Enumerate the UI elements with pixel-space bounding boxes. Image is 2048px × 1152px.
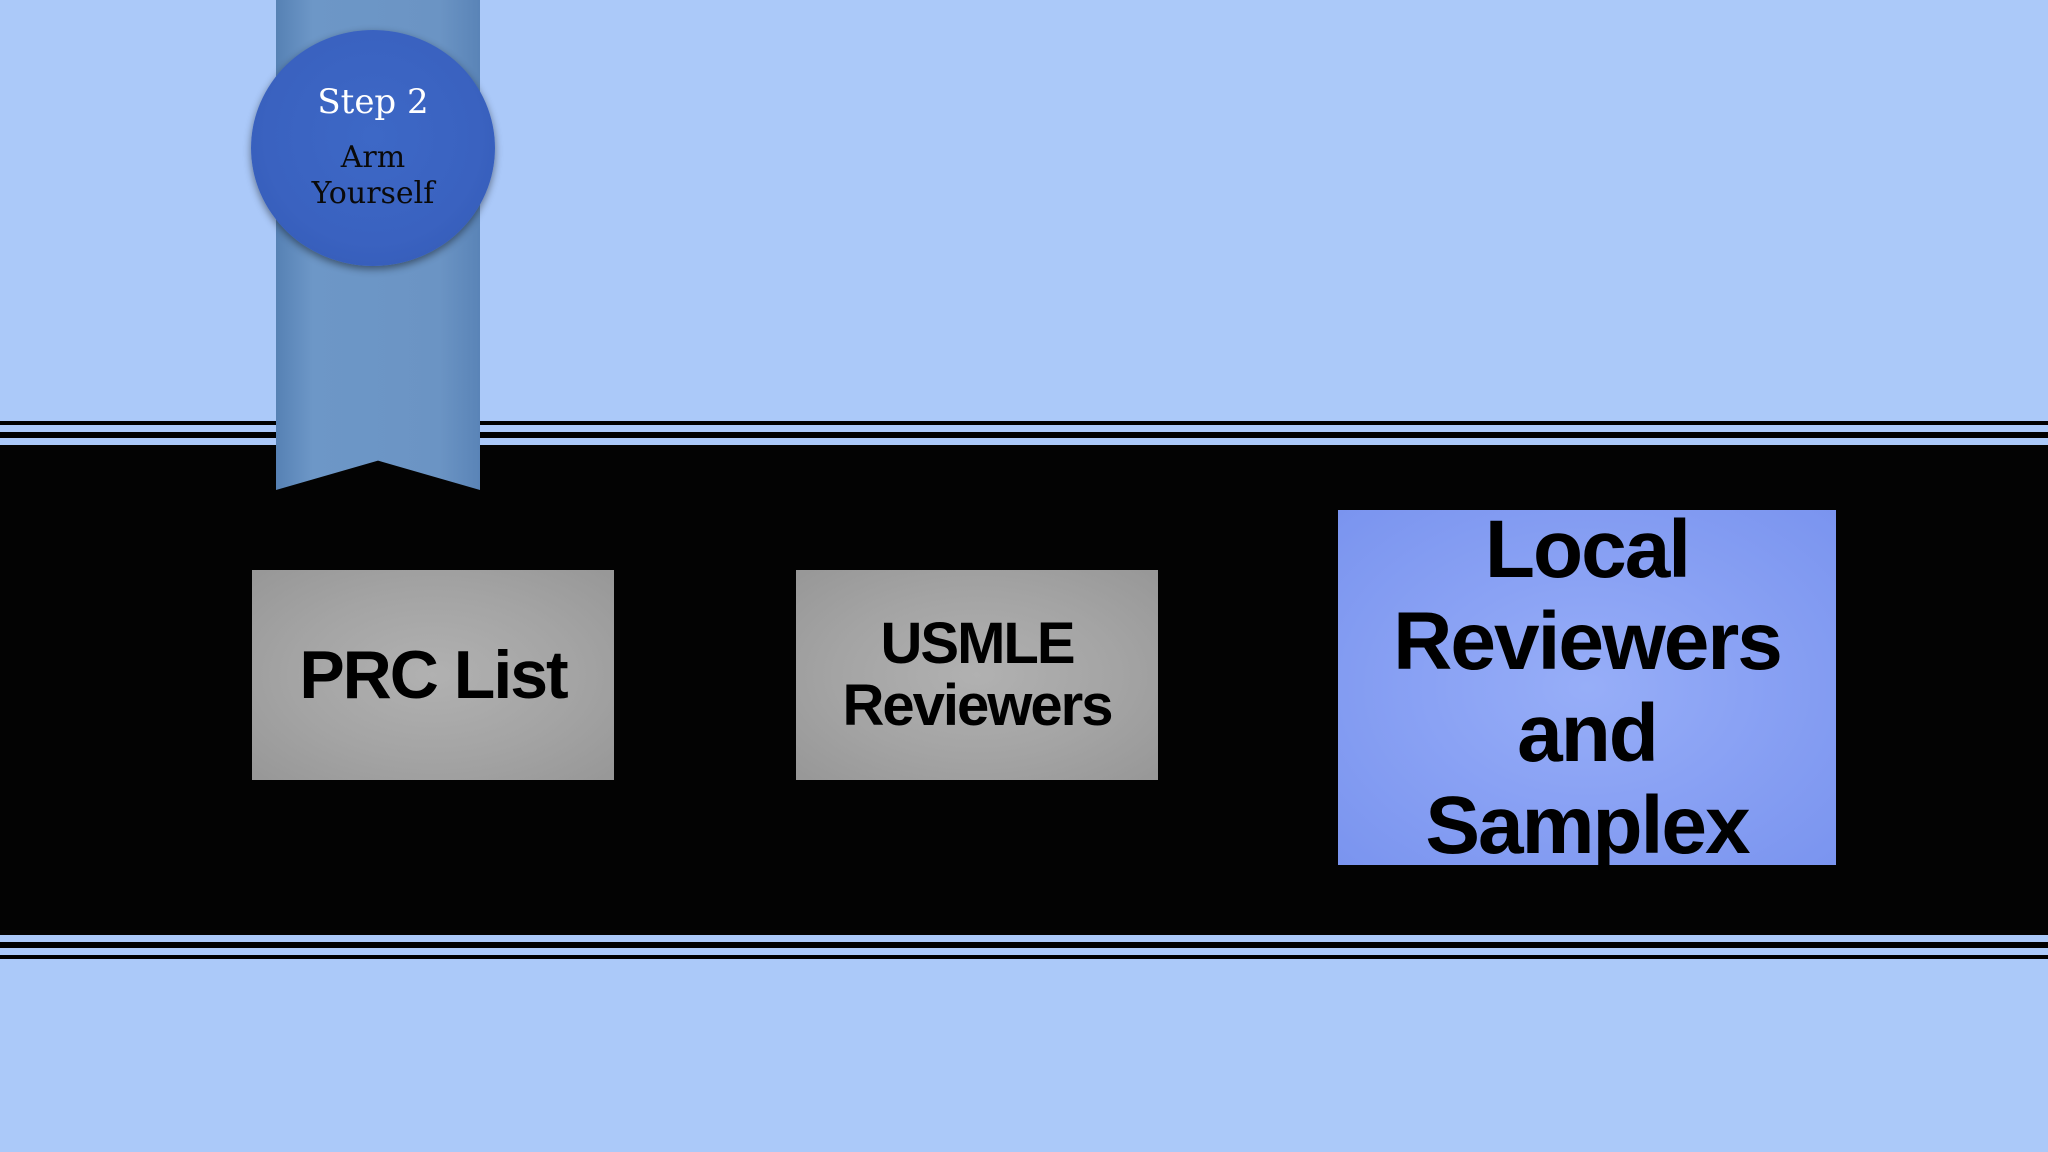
band-top-line-2 xyxy=(0,432,2048,438)
badge-subtitle: Arm Yourself xyxy=(311,140,435,211)
prc-list-label: PRC List xyxy=(299,637,568,713)
prc-list-card[interactable]: PRC List xyxy=(252,570,614,780)
badge-step-label: Step 2 xyxy=(317,82,429,122)
band-bottom-line-2 xyxy=(0,955,2048,959)
band-top-line-1 xyxy=(0,421,2048,425)
local-reviewers-card[interactable]: Local Reviewers and Samplex xyxy=(1338,504,1836,871)
step-badge: Step 2 Arm Yourself xyxy=(251,30,495,266)
usmle-reviewers-card[interactable]: USMLE Reviewers xyxy=(796,570,1158,780)
usmle-reviewers-label: USMLE Reviewers xyxy=(842,611,1114,738)
local-reviewers-label: Local Reviewers and Samplex xyxy=(1393,503,1783,871)
band-bottom-line-1 xyxy=(0,942,2048,948)
